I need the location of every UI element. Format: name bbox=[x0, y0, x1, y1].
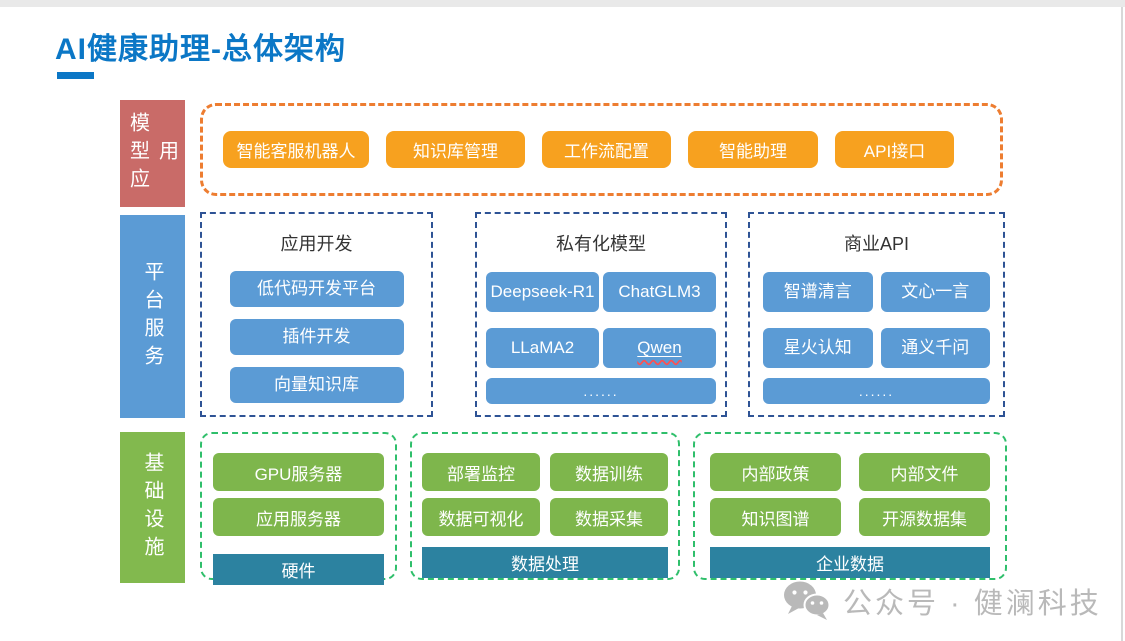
group-hardware: GPU服务器 应用服务器 硬件 bbox=[200, 432, 397, 585]
shape-deepseek-r1: Deepseek-R1 bbox=[486, 272, 599, 312]
shape-smart-assistant: 智能助理 bbox=[688, 131, 818, 168]
group-enterprise-data: 内部政策 内部文件 知识图谱 开源数据集 企业数据 bbox=[693, 432, 1007, 580]
shape-app-server: 应用服务器 bbox=[213, 498, 384, 536]
shape-workflow-config: 工作流配置 bbox=[542, 131, 671, 168]
watermark-text: 公众号 · 健澜科技 bbox=[843, 588, 1102, 620]
model-application-container: 智能客服机器人 知识库管理 工作流配置 智能助理 API接口 bbox=[200, 103, 1003, 196]
shape-zhipu-qingyan: 智谱清言 bbox=[763, 272, 873, 312]
qwen-label: Qwen bbox=[637, 338, 682, 358]
shape-knowledge-base-mgmt: 知识库管理 bbox=[386, 131, 525, 168]
shape-data-processing-base: 数据处理 bbox=[422, 547, 668, 578]
shape-more-models-ellipsis: ...... bbox=[486, 378, 716, 404]
shape-hardware-base: 硬件 bbox=[213, 554, 384, 585]
shape-plugin-dev: 插件开发 bbox=[229, 319, 404, 355]
shape-data-collection: 数据采集 bbox=[550, 498, 668, 536]
group-title-app-development: 应用开发 bbox=[280, 234, 353, 254]
group-app-development: 应用开发 低代码开发平台 插件开发 向量知识库 bbox=[200, 212, 433, 417]
page-title: AI健康助理-总体架构 bbox=[55, 33, 346, 66]
wechat-icon bbox=[784, 581, 831, 620]
shape-enterprise-data-base: 企业数据 bbox=[710, 547, 990, 578]
layer-label-infrastructure: 基础设施 bbox=[120, 432, 185, 583]
group-private-models: 私有化模型 Deepseek-R1 ChatGLM3 LLaMA2 Qwen .… bbox=[475, 212, 727, 417]
shape-data-training: 数据训练 bbox=[550, 453, 668, 491]
watermark: 公众号 · 健澜科技 bbox=[783, 580, 1102, 622]
shape-knowledge-graph: 知识图谱 bbox=[710, 498, 841, 536]
shape-internal-files: 内部文件 bbox=[859, 453, 990, 491]
shape-chatglm3: ChatGLM3 bbox=[603, 272, 716, 312]
group-title-private-models: 私有化模型 bbox=[556, 234, 646, 254]
shape-llama2: LLaMA2 bbox=[486, 328, 599, 368]
shape-open-source-dataset: 开源数据集 bbox=[859, 498, 990, 536]
group-data-processing: 部署监控 数据训练 数据可视化 数据采集 数据处理 bbox=[410, 432, 680, 580]
shape-data-visualization: 数据可视化 bbox=[422, 498, 540, 536]
shape-wenxin-yiyan: 文心一言 bbox=[880, 272, 990, 312]
layer-label-platform-services: 平台服务 bbox=[120, 215, 185, 418]
slide-right-edge bbox=[1121, 7, 1123, 641]
title-underline-bar bbox=[57, 72, 94, 79]
shape-lowcode-platform: 低代码开发平台 bbox=[229, 271, 404, 307]
group-title-commercial-api: 商业API bbox=[843, 234, 909, 254]
shape-xinghuo-renzhi: 星火认知 bbox=[763, 328, 873, 368]
shape-internal-policies: 内部政策 bbox=[710, 453, 841, 491]
slide-top-edge bbox=[0, 0, 1125, 7]
shape-gpu-server: GPU服务器 bbox=[213, 453, 384, 491]
shape-qwen: Qwen bbox=[603, 328, 716, 368]
shape-tongyi-qianwen: 通义千问 bbox=[880, 328, 990, 368]
shape-vector-knowledge-base: 向量知识库 bbox=[229, 367, 404, 403]
shape-more-api-ellipsis: ...... bbox=[763, 378, 990, 404]
shape-deploy-monitoring: 部署监控 bbox=[422, 453, 540, 491]
shape-smart-service-bot: 智能客服机器人 bbox=[223, 131, 369, 168]
group-commercial-api: 商业API 智谱清言 文心一言 星火认知 通义千问 ...... bbox=[748, 212, 1005, 417]
layer-label-model-application: 模型应用 bbox=[120, 100, 185, 207]
shape-api-interface: API接口 bbox=[835, 131, 954, 168]
